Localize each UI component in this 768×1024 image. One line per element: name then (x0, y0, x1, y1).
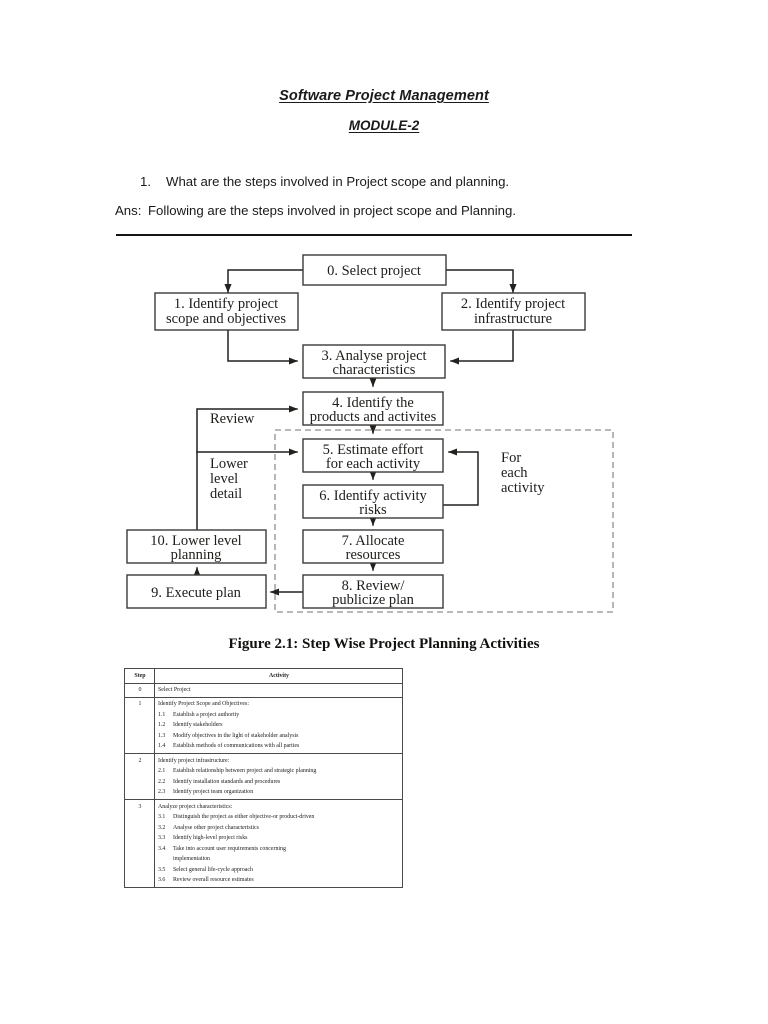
question-line: 1. What are the steps involved in Project… (140, 174, 509, 189)
activity-sub-item-continuation: implementation (173, 856, 210, 863)
node-box-9 (126, 574, 267, 609)
table-cell-step: 0 (124, 682, 155, 699)
edge-0-to-2 (445, 269, 517, 293)
node-label-10b: planning (171, 547, 222, 563)
node-label-5b: for each activity (326, 456, 421, 472)
node-label-9: 9. Execute plan (151, 585, 242, 601)
annotation-for-each-3: activity (501, 480, 545, 496)
node-label-6b: risks (359, 502, 387, 518)
node-label-6: 6. Identify activity (319, 488, 427, 504)
table-cell-step: 3 (124, 799, 155, 889)
node-label-8: 8. Review/ (342, 578, 406, 594)
node-label-3: 3. Analyse project (321, 348, 426, 364)
table-header-step: Step (124, 668, 155, 684)
activity-group-title: Identify Project Scope and Objectives: (158, 701, 249, 708)
table-cell-activity: Select Project (154, 682, 403, 699)
node-label-4: 4. Identify the (332, 395, 414, 411)
table-header-activity: Activity (154, 668, 403, 684)
edge-1-to-3 (227, 330, 298, 365)
node-box-6 (302, 484, 444, 519)
node-box-4 (302, 391, 444, 426)
node-label-1b: scope and objectives (166, 311, 286, 327)
annotation-for-each-1: For (501, 450, 521, 466)
node-label-3b: characteristics (333, 362, 416, 378)
activity-group-title: Select Project (158, 686, 191, 693)
node-box-3 (302, 344, 446, 379)
node-box-5 (302, 438, 444, 473)
node-label-0: 0. Select project (327, 263, 421, 279)
document-title: Software Project Management (279, 88, 489, 104)
annotation-for-each-2: each (501, 465, 528, 481)
node-label-8b: publicize plan (332, 592, 414, 608)
annotation-lower-level-3: detail (210, 486, 242, 502)
node-box-7 (302, 529, 444, 564)
table-header-row: Step Activity (124, 668, 403, 684)
node-label-7b: resources (346, 547, 401, 563)
node-label-7: 7. Allocate (342, 533, 405, 549)
node-box-10 (126, 529, 267, 564)
node-label-2b: infrastructure (474, 311, 552, 327)
node-box-1 (154, 292, 299, 331)
table-cell-activity: Identify Project Scope and Objectives: 1.… (154, 696, 403, 755)
node-label-1: 1. Identify project (174, 296, 278, 312)
node-label-4b: products and activites (310, 409, 437, 425)
question-text: What are the steps involved in Project s… (166, 174, 510, 189)
edge-6-to-5-feedback (442, 448, 479, 506)
answer-text: Following are the steps involved in proj… (148, 203, 517, 218)
node-box-8 (302, 574, 444, 609)
for-each-activity-region (274, 429, 614, 613)
table-cell-step: 1 (124, 696, 155, 755)
node-label-10: 10. Lower level (150, 533, 241, 549)
question-number: 1. (140, 174, 151, 189)
activity-group-title: Identify project infrastructure: (158, 757, 230, 764)
node-label-5: 5. Estimate effort (323, 442, 424, 458)
edge-0-to-1 (224, 269, 304, 293)
activity-group-title: Analyze project characteristics: (158, 803, 233, 810)
node-label-2: 2. Identify project (461, 296, 565, 312)
table-cell-step: 2 (124, 753, 155, 801)
annotation-lower-level-1: Lower (210, 456, 248, 472)
node-box-2 (441, 292, 586, 331)
annotation-lower-level-2: level (210, 471, 238, 487)
edge-10-to-4-review (196, 405, 298, 531)
document-subtitle: MODULE-2 (348, 118, 420, 133)
horizontal-rule (116, 234, 632, 236)
figure-caption: Figure 2.1: Step Wise Project Planning A… (228, 636, 540, 652)
answer-label: Ans: (115, 203, 142, 218)
node-box-0 (302, 254, 447, 286)
answer-line: Ans: Following are the steps involved in … (115, 203, 516, 218)
annotation-review: Review (210, 411, 255, 427)
edge-2-to-3 (450, 330, 514, 365)
